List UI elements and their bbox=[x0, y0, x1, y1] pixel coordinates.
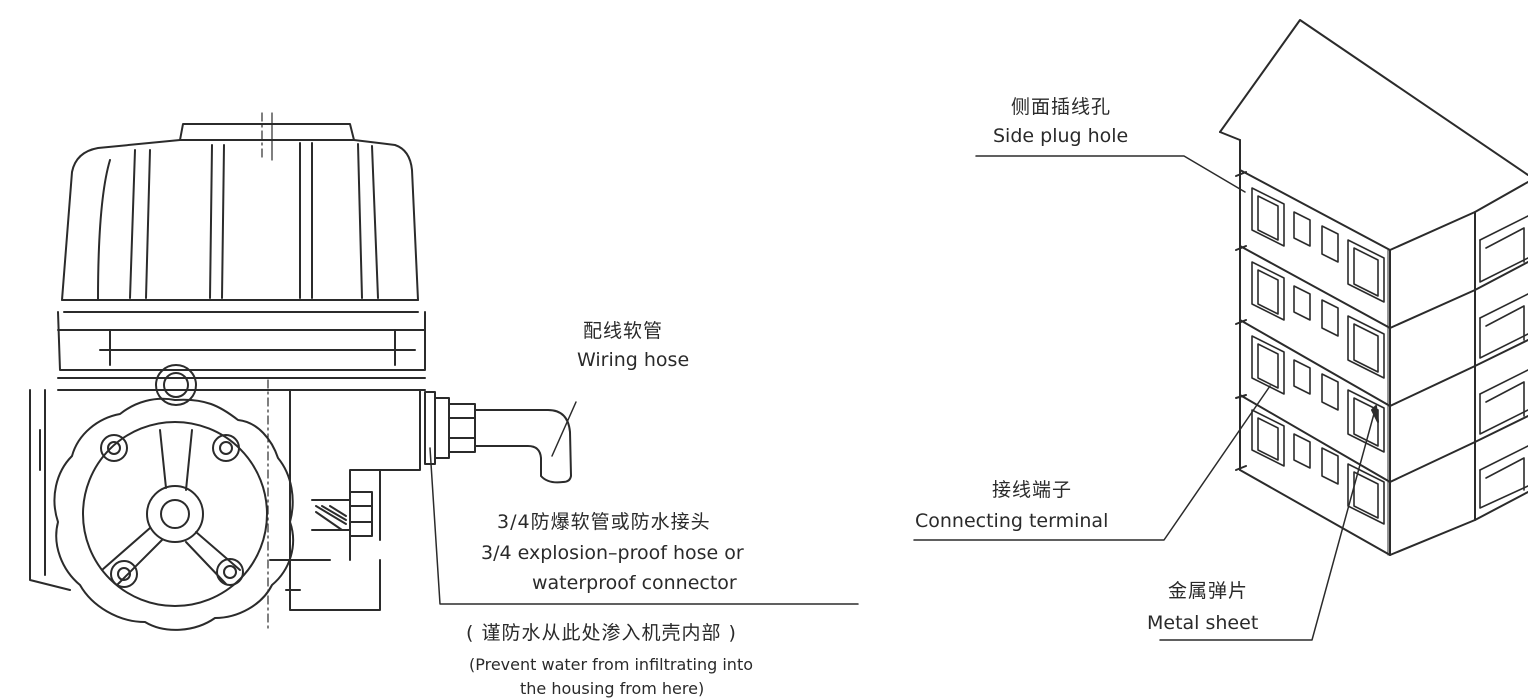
side-bolt bbox=[311, 491, 373, 537]
connecting-terminal-label-en: Connecting terminal bbox=[915, 510, 1109, 532]
actuator-flange-band bbox=[57, 311, 426, 391]
metal-sheet-label-en: Metal sheet bbox=[1147, 612, 1259, 634]
connector-label-cn: 3/4防爆软管或防水接头 bbox=[497, 511, 711, 533]
terminal-block-top bbox=[1219, 19, 1528, 251]
connecting-terminal-label-cn: 接线端子 bbox=[992, 479, 1073, 501]
wiring-hose-label-cn: 配线软管 bbox=[583, 320, 664, 342]
cable-gland bbox=[424, 391, 476, 465]
wiring-hose-label-en: Wiring hose bbox=[577, 349, 690, 371]
actuator-housing-cover bbox=[61, 139, 419, 313]
terminal-tiers bbox=[1235, 171, 1528, 483]
warning-label-en-1: (Prevent water from infiltrating into bbox=[469, 655, 753, 674]
warning-label-cn: ( 谨防水从此处渗入机壳内部 ) bbox=[466, 622, 737, 644]
connector-label-en-2: waterproof connector bbox=[532, 572, 737, 594]
metal-sheet-marker bbox=[1371, 405, 1379, 423]
side-plug-hole-label-cn: 侧面插线孔 bbox=[1011, 96, 1112, 118]
right-leader-lines bbox=[913, 155, 1376, 641]
metal-sheet-label-cn: 金属弹片 bbox=[1168, 580, 1249, 602]
leader-lines bbox=[429, 401, 859, 605]
handwheel bbox=[53, 397, 295, 631]
sight-plug bbox=[155, 364, 197, 406]
connector-label-en-1: 3/4 explosion–proof hose or bbox=[481, 542, 744, 564]
warning-label-en-2: the housing from here) bbox=[520, 679, 705, 698]
terminal-cells bbox=[1251, 187, 1385, 525]
side-plug-holes bbox=[1479, 215, 1528, 509]
side-plug-hole-label-en: Side plug hole bbox=[993, 125, 1129, 147]
wiring-hose bbox=[474, 409, 572, 484]
